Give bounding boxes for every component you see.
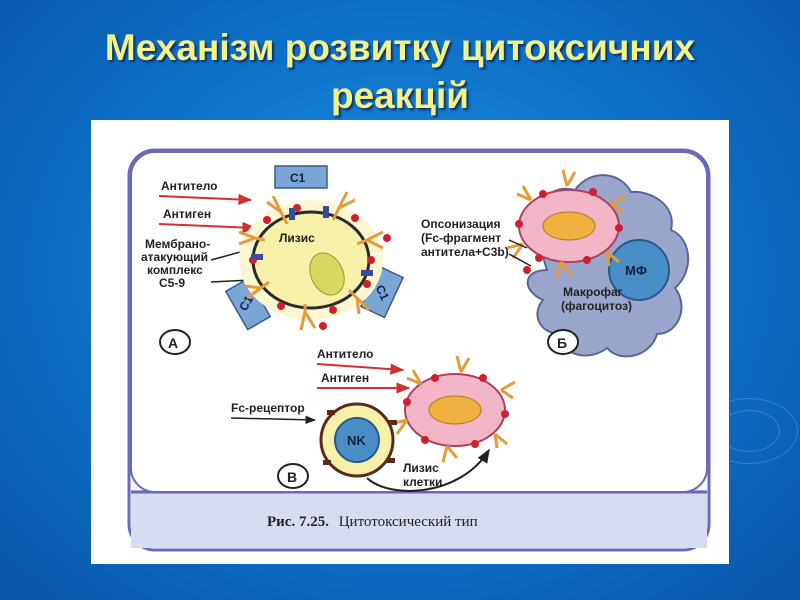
antigen-dot xyxy=(367,256,375,264)
figure-caption-number: Рис. 7.25. xyxy=(267,514,329,530)
antibody-a3 xyxy=(356,230,384,250)
antigen-dot xyxy=(471,440,479,448)
target-cell-a-nucleus xyxy=(309,252,345,296)
fc-receptor xyxy=(327,410,335,415)
opsonization-label-1: Опсонизация xyxy=(421,217,500,231)
antigen-dot xyxy=(515,220,523,228)
complement-c1-right-label: С1 xyxy=(373,283,392,303)
antigen-dot xyxy=(523,266,531,274)
figure-caption-text: Цитотоксический тип xyxy=(339,514,478,530)
complement-c1-left-label: С1 xyxy=(236,293,256,314)
opsonization-arrow xyxy=(508,239,528,249)
panel-c-marker-letter: В xyxy=(287,469,297,485)
panel-a-mac-label-4: С5-9 xyxy=(159,276,185,290)
target-cell-c-nucleus xyxy=(428,395,482,425)
complement-c1-top xyxy=(274,165,328,189)
diagram-svg: Антитело Антиген Мембрано- атакующий ком… xyxy=(127,148,711,552)
panel-c-antibody-label: Антитело xyxy=(317,347,374,361)
lysis-label-c-2: клетки xyxy=(403,475,442,489)
panel-a: Антитело Антиген Мембрано- атакующий ком… xyxy=(141,165,405,355)
antigen-dot xyxy=(431,374,439,382)
antibody-c4 xyxy=(493,432,508,449)
antigen-dot xyxy=(363,280,371,288)
target-cell-b-nucleus xyxy=(542,211,596,241)
antibody-b1 xyxy=(516,185,533,202)
nk-cell-nucleus xyxy=(334,417,380,463)
antigen-dot xyxy=(277,302,285,310)
panel-a-antibody-label: Антитело xyxy=(161,179,218,193)
nk-label: NK xyxy=(347,433,366,448)
antibody-arrow-c xyxy=(316,363,405,375)
lysis-curved-arrow xyxy=(366,448,490,492)
opsonization-label-2: (Fc-фрагмент xyxy=(421,231,501,245)
antibody-a5 xyxy=(299,304,317,331)
figure-caption: Рис. 7.25. Цитотоксический тип xyxy=(267,514,478,530)
macrophage-label-2: (фагоцитоз) xyxy=(561,299,632,313)
panel-b-marker xyxy=(547,329,579,355)
antibody-b4 xyxy=(605,250,620,267)
mac-pore xyxy=(251,254,263,260)
macrophage-nucleus xyxy=(608,239,670,301)
antibody-a7 xyxy=(238,230,266,246)
slide-title: Механізм розвитку цитоксичних реакцій xyxy=(0,24,800,120)
panel-c-marker xyxy=(277,463,309,489)
antigen-dot xyxy=(263,216,271,224)
fc-receptor-label: Fc-рецептор xyxy=(231,401,305,415)
caption-band xyxy=(131,490,707,548)
panel-a-antigen-label: Антиген xyxy=(163,207,211,221)
panel-a-marker xyxy=(159,329,191,355)
fc-receptor xyxy=(387,458,395,463)
antigen-dot xyxy=(319,322,327,330)
antigen-arrow-a xyxy=(158,221,257,234)
panel-a-mac-label-3: комплекс xyxy=(147,263,203,277)
antigen-dot xyxy=(501,410,509,418)
macrophage-abbrev: МФ xyxy=(625,263,647,278)
panel-a-mac-label-2: атакующий xyxy=(141,250,208,264)
antibody-a4 xyxy=(347,288,371,315)
antigen-dot xyxy=(403,398,411,406)
slide-title-line-1: Механізм розвитку цитоксичних xyxy=(104,27,696,68)
fc-receptor-arrow xyxy=(230,415,317,424)
antibody-arrow-a xyxy=(158,193,253,206)
antigen-dot xyxy=(329,306,337,314)
antibody-a2 xyxy=(331,191,356,221)
antibody-c3 xyxy=(500,380,516,400)
antibody-b3 xyxy=(610,194,626,214)
lysis-label-a: Лизис xyxy=(279,231,315,245)
macrophage-label-1: Макрофаг xyxy=(563,285,623,299)
antibody-a1 xyxy=(266,195,289,225)
mac-pore xyxy=(361,270,373,276)
antibody-b5 xyxy=(555,261,573,279)
antibody-b2 xyxy=(561,169,577,187)
mac-pore xyxy=(323,206,329,218)
slide-title-line-2: реакцій xyxy=(330,75,470,116)
antigen-dot xyxy=(383,234,391,242)
panel-b-marker-letter: Б xyxy=(557,335,567,351)
antigen-dot xyxy=(421,436,429,444)
antigen-dot xyxy=(589,188,597,196)
panel-c: Антитело Антиген Fc-рецептор NK xyxy=(230,347,516,492)
antigen-dot xyxy=(615,224,623,232)
antigen-dot xyxy=(351,214,359,222)
antibody-c1 xyxy=(406,369,423,386)
antibody-c5 xyxy=(441,445,459,463)
fc-receptor xyxy=(323,460,331,465)
antigen-dot xyxy=(583,256,591,264)
cytotoxic-diagram-figure: Антитело Антиген Мембрано- атакующий ком… xyxy=(91,120,729,564)
antigen-dot xyxy=(479,374,487,382)
fc-receptor xyxy=(389,420,397,425)
antibody-a6 xyxy=(244,280,270,300)
lysis-label-c-1: Лизис xyxy=(403,461,439,475)
opsonization-label-3: антитела+С3b) xyxy=(421,245,509,259)
panel-c-antigen-label: Антиген xyxy=(321,371,369,385)
antigen-dot xyxy=(539,190,547,198)
complement-c1-top-label: С1 xyxy=(290,171,306,185)
antibody-c2 xyxy=(455,355,471,373)
antigen-dot xyxy=(535,254,543,262)
opsonization-arrow-2 xyxy=(508,253,532,267)
panel-b: МФ Опсонизация (Fc-фрагмент антитела+С3b… xyxy=(421,169,690,358)
panel-a-mac-label-1: Мембрано- xyxy=(145,237,210,251)
mac-pore xyxy=(289,208,295,220)
panel-a-marker-letter: А xyxy=(168,335,178,351)
